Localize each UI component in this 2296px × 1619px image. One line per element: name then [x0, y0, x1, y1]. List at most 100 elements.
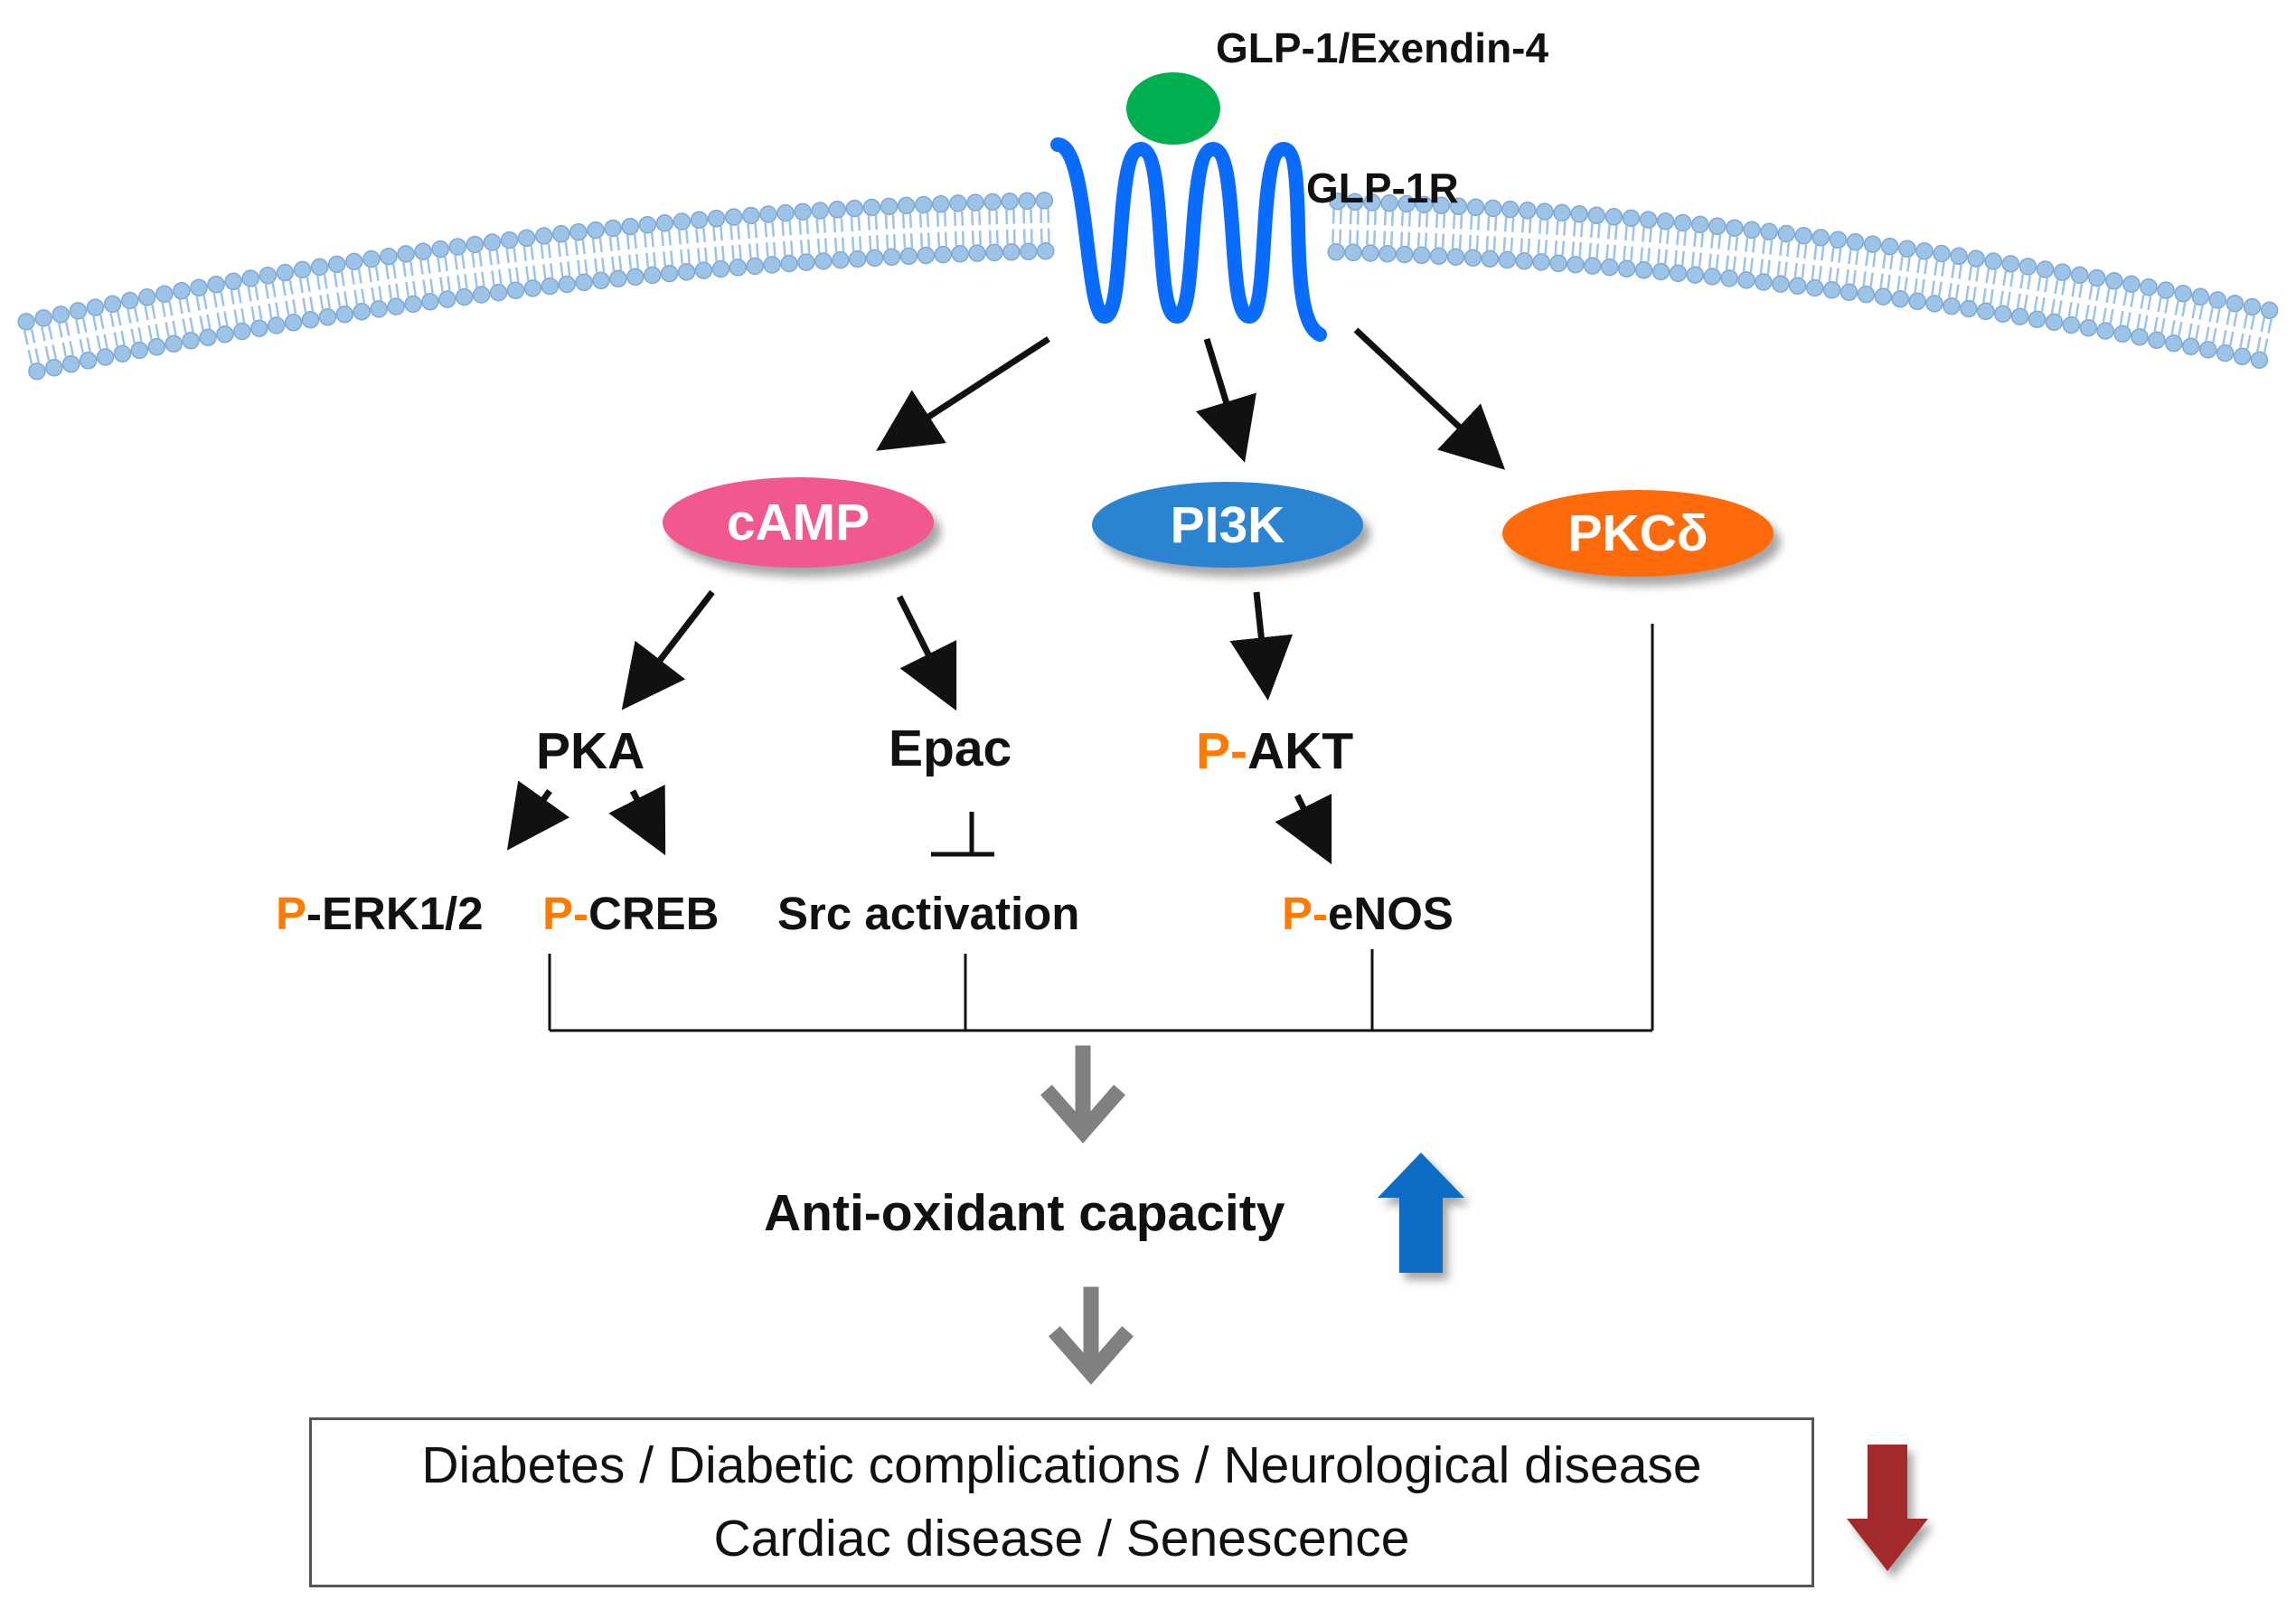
lipid: [1891, 240, 1916, 308]
lipid: [1429, 196, 1451, 265]
lipid: [1908, 242, 1934, 311]
lipid: [362, 249, 388, 318]
lipid: [1686, 215, 1709, 284]
arrow-pka-creb: [608, 784, 666, 856]
lipid: [983, 193, 1003, 262]
lipid: [1737, 221, 1761, 289]
lipid: [207, 275, 234, 344]
lipid: [880, 197, 901, 267]
lipid: [1001, 193, 1021, 261]
lipid: [517, 229, 542, 297]
arrow-receptor-camp: [876, 336, 1050, 451]
erk-name: -ERK1/2: [306, 888, 484, 939]
lipid: [2198, 291, 2227, 359]
lipid: [1703, 217, 1727, 286]
epac-label: Epac: [889, 720, 1012, 777]
lipid: [1993, 255, 2020, 323]
lipid: [34, 309, 63, 377]
lipid: [897, 196, 918, 266]
lipid: [655, 214, 679, 283]
lipid: [1532, 202, 1554, 271]
enos-phospho-prefix: P-: [1282, 888, 1328, 939]
arrow-receptor-pi3k: [1196, 337, 1256, 463]
enos-label: P-eNOS: [1282, 890, 1454, 937]
lipid: [1600, 208, 1623, 277]
lipid: [1634, 211, 1658, 279]
lipid: [86, 298, 115, 366]
lipid: [1344, 193, 1364, 262]
lipid: [1515, 202, 1537, 270]
lipid: [759, 205, 781, 274]
signal-arrows: [506, 327, 1506, 865]
antioxidant-label: Anti-oxidant capacity: [764, 1184, 1285, 1242]
lipid: [1379, 193, 1398, 263]
lipid: [638, 215, 662, 285]
lipid: [742, 206, 764, 276]
lipid: [293, 260, 320, 329]
lipid: [2010, 258, 2037, 325]
lipid: [776, 203, 798, 273]
lipid: [1977, 252, 2002, 321]
arrow-pka-erk: [506, 780, 570, 851]
lipid: [2250, 301, 2279, 369]
lipid: [914, 195, 936, 265]
lipid: [17, 313, 46, 381]
arrow-akt-enos: [1275, 793, 1332, 865]
pkc-node: PKCδ: [1502, 490, 1774, 577]
lipid: [345, 252, 371, 321]
akt-name: AKT: [1247, 722, 1354, 780]
lipid: [1567, 205, 1588, 274]
lipid: [380, 247, 405, 315]
lipid: [794, 202, 815, 271]
outcome-box: Diabetes / Diabetic complications / Neur…: [309, 1417, 1814, 1587]
lipid: [621, 217, 645, 287]
lipid: [190, 278, 217, 347]
receptor-label: GLP-1R: [1306, 165, 1459, 212]
lipid: [690, 211, 713, 279]
lipid: [1481, 199, 1502, 268]
lipid: [2079, 268, 2106, 337]
lipid: [173, 281, 200, 350]
flow-arrow-1: [1040, 1045, 1125, 1144]
lipid: [569, 222, 593, 292]
creb-name: CREB: [588, 888, 720, 939]
lipid: [1755, 222, 1778, 291]
lipid: [534, 227, 560, 296]
lipid: [2131, 278, 2158, 346]
lipid: [310, 258, 337, 326]
outcome-line-1: Diabetes / Diabetic complications / Neur…: [421, 1436, 1702, 1495]
lipid: [1874, 237, 1899, 306]
akt-label: P-AKT: [1196, 726, 1353, 777]
lipid: [2216, 294, 2244, 362]
lipid: [1617, 209, 1641, 278]
arrow-camp-pka: [621, 589, 715, 711]
lipid: [137, 288, 166, 356]
pi3k-node: PI3K: [1092, 482, 1363, 568]
lipid: [431, 240, 456, 308]
lipid: [448, 238, 474, 306]
lipid: [2096, 272, 2123, 340]
convergence-bracket: [548, 624, 1654, 1032]
increase-arrow-icon: [1378, 1153, 1464, 1273]
flow-arrow-2: [1049, 1286, 1134, 1385]
lipid: [2113, 275, 2141, 344]
lipid: [466, 235, 491, 304]
lipid: [69, 302, 98, 370]
lipid: [1463, 198, 1485, 267]
lipid: [552, 225, 576, 294]
lipid: [224, 272, 251, 341]
lipid: [862, 198, 884, 268]
lipid: [1446, 197, 1468, 266]
src-label: Src activation: [777, 888, 1080, 939]
lipid: [1584, 206, 1605, 275]
lipid: [2028, 260, 2055, 328]
lipid: [2181, 287, 2210, 356]
lipid: [276, 263, 303, 332]
lipid: [500, 231, 525, 299]
lipid: [604, 219, 627, 287]
pka-label: PKA: [536, 722, 645, 780]
camp-label: cAMP: [726, 494, 870, 551]
lipid: [397, 245, 422, 314]
lipid: [1788, 226, 1813, 296]
